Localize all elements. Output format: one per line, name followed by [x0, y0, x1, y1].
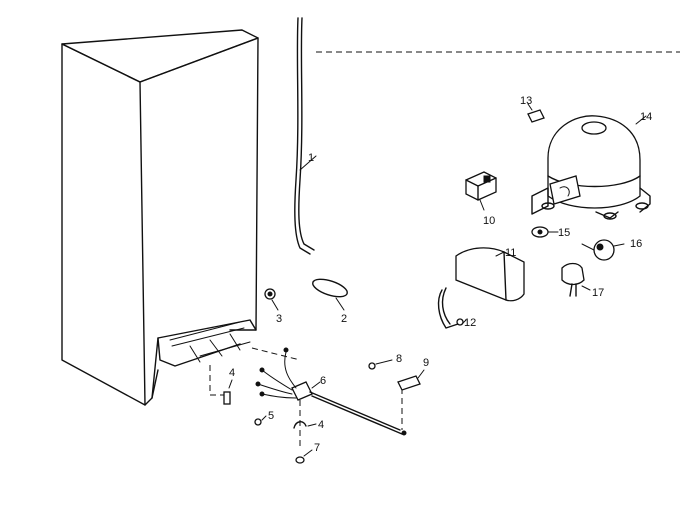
part-3-grommet: 3	[264, 288, 282, 325]
part-15-grommet: 15	[531, 226, 570, 239]
callout-8: 8	[396, 353, 402, 365]
callout-9: 9	[423, 357, 429, 369]
part-10-relay: 10	[465, 171, 497, 227]
part-16-overload: 16	[581, 238, 642, 261]
part-2-pad: 2	[312, 278, 348, 325]
callout-6: 6	[320, 375, 326, 387]
callout-7: 7	[314, 442, 320, 454]
part-17-capacitor: 17	[561, 262, 604, 299]
callout-4-lower: 4	[318, 419, 324, 431]
part-6-harness: 6	[255, 347, 407, 436]
callout-1: 1	[308, 152, 314, 164]
callout-15: 15	[558, 227, 570, 239]
part-11-cover: 11	[455, 247, 525, 302]
part-4-upper-screw: 4	[223, 367, 235, 405]
refrigerator-cabinet	[61, 29, 259, 406]
part-1-tube: 1	[294, 17, 317, 255]
part-14-compressor: 14	[531, 111, 652, 220]
callout-5: 5	[268, 410, 274, 422]
part-12-wire: 12	[437, 287, 476, 329]
leader-lines	[209, 347, 403, 450]
part-9-bracket: 9	[397, 357, 429, 391]
callout-4-upper: 4	[229, 367, 235, 379]
callout-3: 3	[276, 313, 282, 325]
callout-10: 10	[483, 215, 495, 227]
callout-14: 14	[640, 111, 652, 123]
callout-2: 2	[341, 313, 347, 325]
part-8-screw: 8	[368, 353, 402, 370]
callout-16: 16	[630, 238, 642, 250]
part-5-screw: 5	[254, 410, 274, 426]
part-7-screw: 7	[295, 442, 320, 464]
callout-13: 13	[520, 95, 532, 107]
callout-11: 11	[505, 247, 516, 259]
callout-17: 17	[592, 287, 604, 299]
part-13-clip: 13	[520, 95, 545, 123]
callout-12: 12	[464, 317, 476, 329]
part-4-lower-clip: 4	[293, 419, 324, 431]
